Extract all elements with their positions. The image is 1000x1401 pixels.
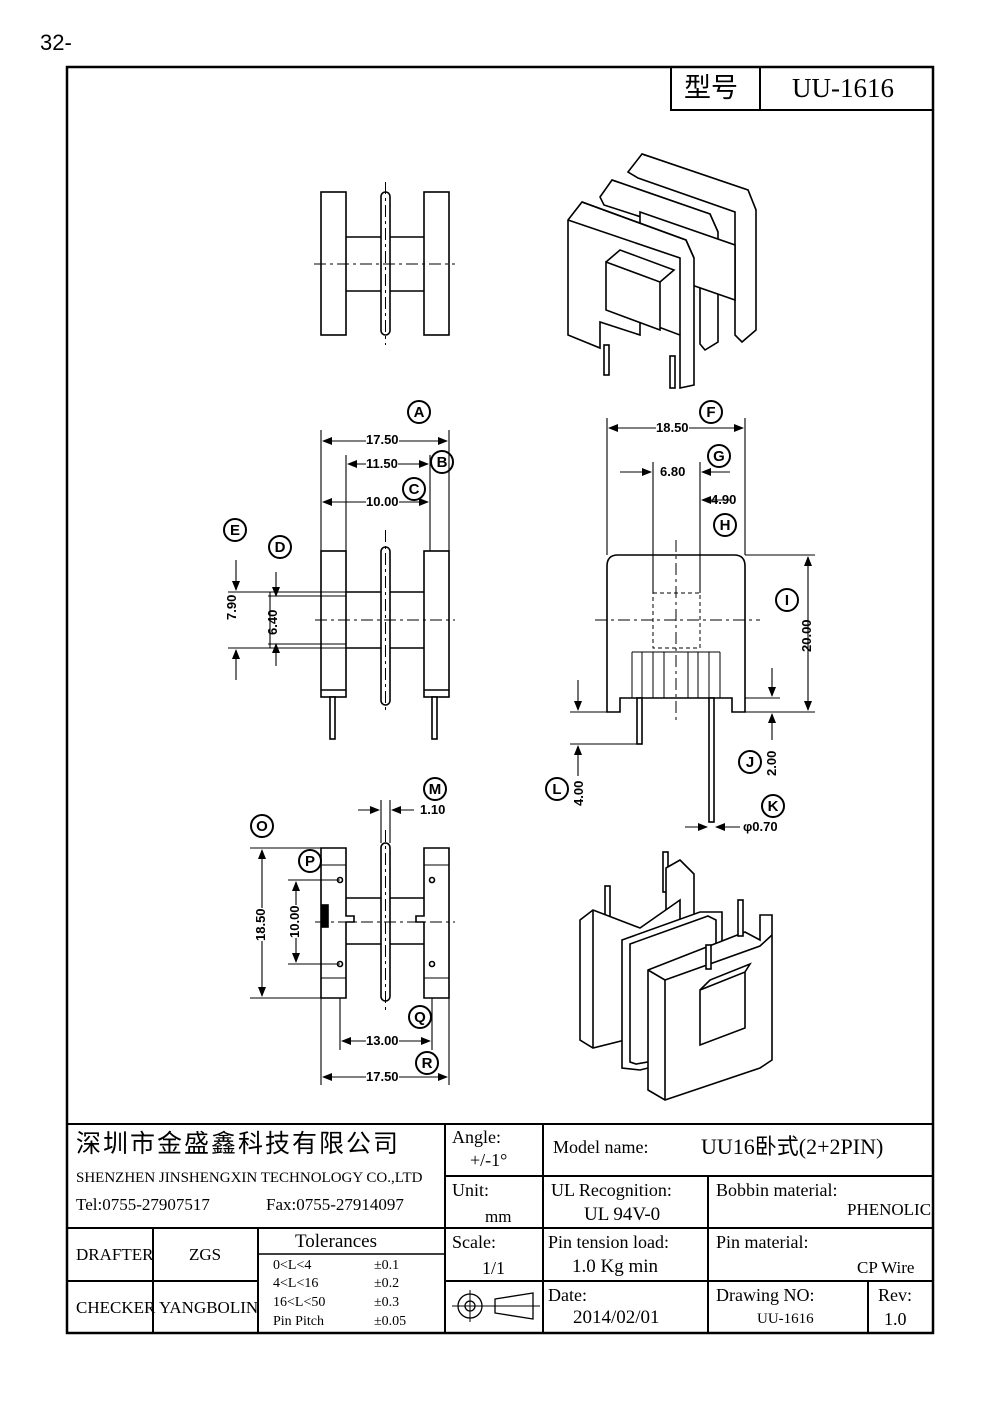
- company-name-en: SHENZHEN JINSHENGXIN TECHNOLOGY CO.,LTD: [76, 1170, 423, 1186]
- company-tel: Tel:0755-27907517: [76, 1195, 210, 1214]
- top-view-bottom-left: [315, 830, 455, 1010]
- callout-c: C: [402, 477, 426, 501]
- model-name-value: UU16卧式(2+2PIN): [701, 1134, 884, 1159]
- title-block-grid: [67, 1123, 933, 1333]
- callout-m: M: [423, 777, 447, 801]
- tolerances-title: Tolerances: [295, 1231, 378, 1252]
- unit-value: mm: [485, 1207, 512, 1226]
- pin-tension-label: Pin tension load:: [548, 1232, 669, 1252]
- front-view-middle-right: [595, 540, 760, 823]
- callout-p: P: [298, 849, 322, 873]
- front-view-middle-left: [315, 530, 455, 740]
- dim-10-00-left: 10.00: [287, 905, 302, 938]
- callout-k: K: [761, 794, 785, 818]
- rev-label: Rev:: [878, 1285, 912, 1305]
- callout-e: E: [223, 518, 247, 542]
- drafter-label: DRAFTER: [76, 1245, 154, 1264]
- ul-value: UL 94V-0: [584, 1204, 661, 1225]
- dims-middle-left: [228, 430, 450, 680]
- isometric-view-top: [567, 153, 757, 389]
- dim-18-50-right: 18.50: [656, 420, 689, 435]
- pin-material-value: CP Wire: [857, 1258, 915, 1277]
- callout-o: O: [250, 814, 274, 838]
- callout-j: J: [738, 750, 762, 774]
- model-name-label: Model name:: [553, 1137, 649, 1157]
- rev-value: 1.0: [884, 1309, 907, 1329]
- callout-g: G: [707, 444, 731, 468]
- tol-range-1: 0<L<4: [273, 1258, 312, 1273]
- angle-value: +/-1°: [470, 1150, 508, 1170]
- dim-6-80: 6.80: [660, 464, 686, 479]
- tol-value-4: ±0.05: [374, 1314, 407, 1329]
- dims-bottom-left: [250, 800, 450, 1085]
- company-name-cn: 深圳市金盛鑫科技有限公司: [76, 1131, 401, 1158]
- isometric-view-bottom: [579, 851, 773, 1101]
- page-reference: 32-: [40, 30, 72, 55]
- scale-value: 1/1: [482, 1258, 506, 1278]
- angle-label: Angle:: [452, 1127, 501, 1147]
- bobbin-label: Bobbin material:: [716, 1180, 838, 1200]
- tol-range-4: Pin Pitch: [273, 1314, 324, 1329]
- pin-material-label: Pin material:: [716, 1232, 809, 1252]
- drawing-no-label: Drawing NO:: [716, 1285, 815, 1305]
- callout-r: R: [415, 1051, 439, 1075]
- callout-l: L: [545, 777, 569, 801]
- model-number: UU-1616: [792, 73, 894, 103]
- company-fax: Fax:0755-27914097: [266, 1195, 404, 1214]
- tol-range-2: 4<L<16: [273, 1276, 319, 1291]
- dim-17-50-bottom: 17.50: [366, 1069, 399, 1084]
- drafter-value: ZGS: [189, 1245, 222, 1264]
- ul-label: UL Recognition:: [551, 1180, 672, 1200]
- dim-18-50-left: 18.50: [253, 908, 268, 941]
- dim-10-00-top: 10.00: [366, 494, 399, 509]
- outer-frame: [65, 65, 935, 1335]
- drawing-no-value: UU-1616: [757, 1311, 814, 1327]
- model-box: [670, 66, 934, 111]
- dim-1-10: 1.10: [420, 802, 446, 817]
- dim-11-50: 11.50: [366, 456, 398, 471]
- tol-range-3: 16<L<50: [273, 1295, 326, 1310]
- pin-tension-value: 1.0 Kg min: [572, 1256, 659, 1277]
- tol-value-3: ±0.3: [374, 1295, 400, 1310]
- dim-4-90: 4.90: [711, 492, 737, 507]
- callout-q: Q: [408, 1005, 432, 1029]
- tol-value-1: ±0.1: [374, 1258, 400, 1273]
- dim-4-00: 4.00: [571, 780, 586, 806]
- dims-middle-right: [570, 418, 815, 831]
- model-label: 型号: [684, 73, 738, 103]
- callout-a: A: [407, 400, 431, 424]
- callout-i: I: [775, 588, 799, 612]
- dim-6-40: 6.40: [265, 609, 280, 635]
- dim-2-00: 2.00: [764, 750, 779, 776]
- dim-17-50-top: 17.50: [366, 432, 399, 447]
- callout-b: B: [430, 450, 454, 474]
- scale-label: Scale:: [452, 1232, 496, 1252]
- tol-value-2: ±0.2: [374, 1276, 400, 1291]
- callout-d: D: [268, 535, 292, 559]
- side-view-top: [314, 182, 455, 345]
- date-value: 2014/02/01: [573, 1307, 660, 1328]
- dim-phi-0-70: φ0.70: [743, 819, 778, 834]
- unit-label: Unit:: [452, 1180, 490, 1200]
- checker-label: CHECKER: [76, 1298, 156, 1317]
- bobbin-value: PHENOLIC: [847, 1200, 932, 1219]
- callout-h: H: [713, 513, 737, 537]
- dim-13-00: 13.00: [366, 1033, 399, 1048]
- dim-20-00: 20.00: [799, 619, 814, 652]
- dim-7-90: 7.90: [224, 594, 239, 620]
- date-label: Date:: [548, 1285, 587, 1305]
- checker-value: YANGBOLIN: [159, 1298, 259, 1317]
- callout-f: F: [699, 400, 723, 424]
- projection-symbol: [452, 1290, 540, 1322]
